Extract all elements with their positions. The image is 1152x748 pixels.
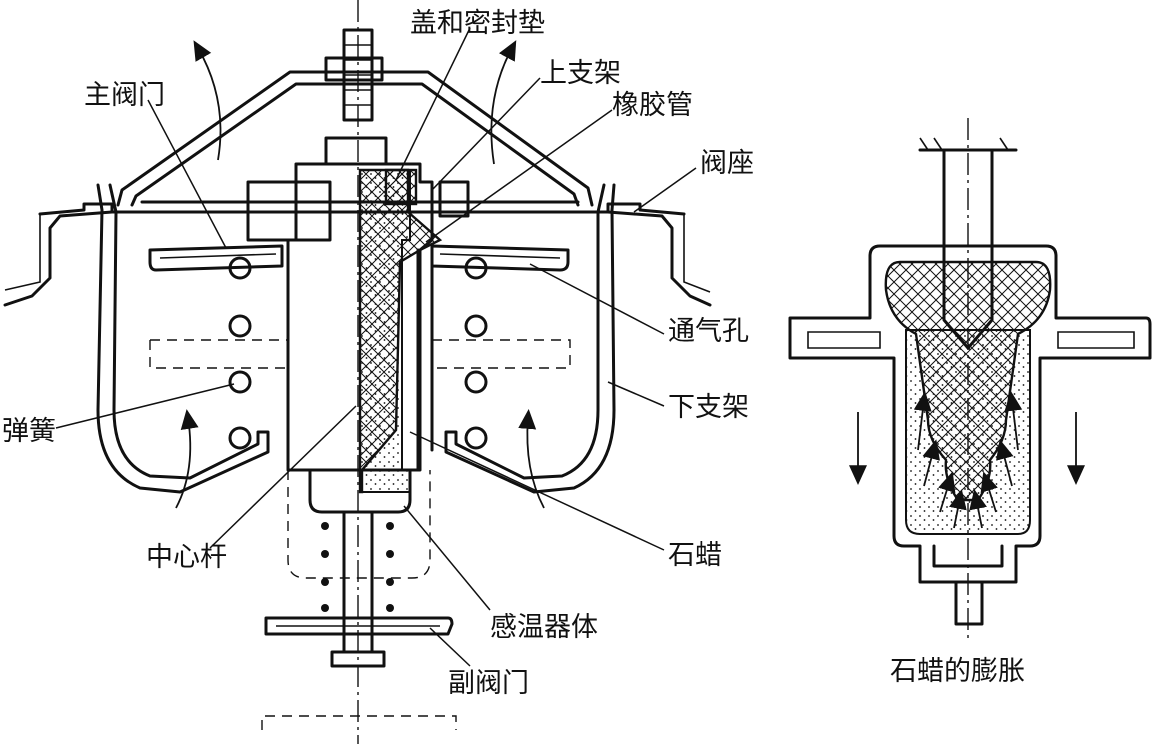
aux-spring [321, 522, 394, 612]
valve-seat-flange-left [3, 202, 114, 307]
flow-arrow-right-bottom [518, 409, 545, 509]
main-valve-disc [148, 244, 284, 272]
aux-travel-outline [287, 470, 431, 579]
valve-seat-flange-right [606, 202, 712, 307]
rod-nut [330, 650, 386, 668]
flow-arrow-right-top [490, 40, 517, 165]
upper-bracket-dome-inner [130, 82, 580, 207]
lower-bracket-left [96, 183, 270, 494]
label-valve-seat: 阀座 [700, 148, 754, 179]
spring-coils [228, 256, 488, 450]
label-paraffin: 石蜡 [668, 540, 722, 571]
inset-output-rod [954, 580, 984, 626]
label-center-rod: 中心杆 [146, 542, 227, 573]
label-lower-bracket: 下支架 [668, 392, 749, 423]
inset-casing [788, 244, 1152, 584]
inset-expansion-arrows [913, 391, 1023, 529]
lower-bracket-right [444, 183, 616, 494]
inset-caption: 石蜡的膨胀 [890, 656, 1025, 687]
flow-arrow-left-bottom [175, 409, 199, 509]
label-rubber-tube: 橡胶管 [612, 90, 693, 121]
label-main-valve: 主阀门 [84, 80, 165, 111]
label-cover-gasket: 盖和密封垫 [410, 8, 545, 39]
flow-arrow-left-top [193, 40, 222, 161]
label-spring: 弹簧 [2, 416, 56, 447]
thermostat-section [3, 0, 712, 744]
label-vent-hole: 通气孔 [668, 316, 749, 347]
label-sensor-body: 感温器体 [490, 612, 598, 643]
dome-boss [324, 56, 384, 82]
stud-collar [324, 136, 388, 166]
label-aux-valve: 副阀门 [448, 668, 529, 699]
label-upper-bracket: 上支架 [540, 58, 621, 89]
upper-bracket-dome [116, 70, 594, 207]
aux-valve-disc [264, 616, 454, 636]
seal-gasket [384, 168, 418, 206]
inset-push-rod [942, 148, 994, 350]
seal-block [438, 180, 470, 218]
paraffin-expansion-inset [788, 118, 1152, 640]
